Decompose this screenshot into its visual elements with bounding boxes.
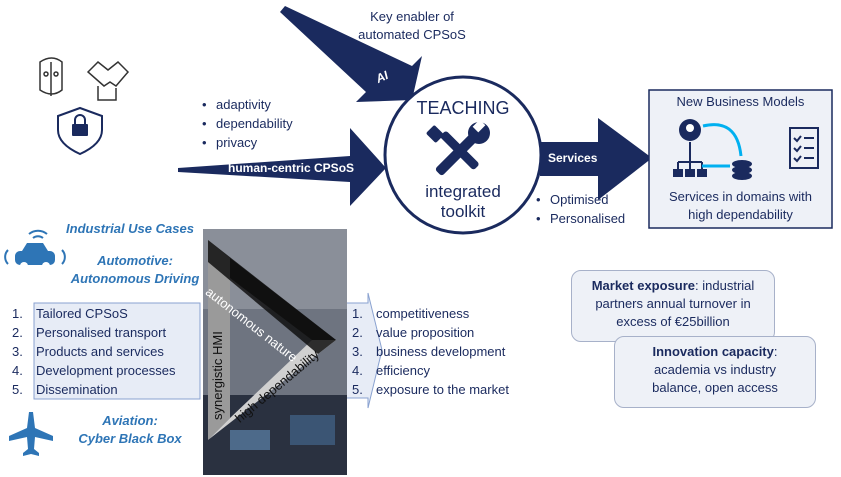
list-item: 5.Dissemination <box>12 382 118 397</box>
list-item: 3.business development <box>352 344 506 359</box>
market-exposure-box: Market exposure: industrial partners ann… <box>571 270 775 342</box>
aviation-line2: Cyber Black Box <box>78 431 182 446</box>
automotive-line1: Automotive: <box>97 253 173 268</box>
human-centric-arrow <box>178 128 386 206</box>
hc-bullet: dependability <box>202 114 293 133</box>
market-text-line1: : industrial <box>695 278 755 293</box>
human-centric-bullets: adaptivity dependability privacy <box>202 95 293 152</box>
shield-lock-icon <box>57 106 103 156</box>
airplane-icon <box>9 412 53 456</box>
aviation-line1: Aviation: <box>102 413 158 428</box>
checklist-icon <box>789 127 819 169</box>
services-bullet: Personalised <box>536 209 625 228</box>
list-item: 4.Development processes <box>12 363 176 378</box>
automotive-label: Automotive: Autonomous Driving <box>60 252 210 288</box>
list-item: 2.Personalised transport <box>12 325 167 340</box>
innovation-box: Innovation capacity: academia vs industr… <box>614 336 816 408</box>
list-item: 3.Products and services <box>12 344 164 359</box>
list-item: 2.value proposition <box>352 325 475 340</box>
left-numbered-list: 1.Tailored CPSoS 2.Personalised transpor… <box>12 304 175 399</box>
right-numbered-list: 1.competitiveness 2.value proposition 3.… <box>352 304 509 399</box>
market-text-line2: partners annual turnover in <box>595 296 751 311</box>
innovation-text-line3: balance, open access <box>652 380 778 395</box>
usecases-title: Industrial Use Cases <box>66 221 194 236</box>
list-item: 5.exposure to the market <box>352 382 509 397</box>
teaching-subtitle: integrated toolkit <box>385 182 541 222</box>
hierarchy-icon <box>673 142 707 177</box>
teaching-subtitle-line2: toolkit <box>440 202 486 221</box>
handshake-icon <box>86 60 130 101</box>
connected-car-icon <box>4 229 66 270</box>
services-arrow <box>540 118 652 200</box>
ai-caption-line1: Key enabler of <box>370 9 454 24</box>
aviation-label: Aviation: Cyber Black Box <box>60 412 200 448</box>
ai-caption: Key enabler of automated CPSoS <box>352 8 472 44</box>
business-caption-line2: high dependability <box>688 207 793 222</box>
innovation-text-line2: academia vs industry <box>653 362 777 377</box>
market-label: Market exposure <box>591 278 696 293</box>
human-centric-label: human-centric CPSoS <box>228 161 355 175</box>
teaching-title: TEACHING <box>416 98 510 118</box>
business-caption-line1: Services in domains with <box>668 189 813 204</box>
teaching-subtitle-line1: integrated <box>425 182 501 201</box>
hmi-triangle <box>208 240 336 440</box>
business-title: New Business Models <box>676 94 805 109</box>
innovation-label: Innovation capacity <box>652 344 774 359</box>
services-label: Services <box>548 151 598 165</box>
services-bullets: Optimised Personalised <box>536 190 625 228</box>
hc-bullet: adaptivity <box>202 95 293 114</box>
automotive-line2: Autonomous Driving <box>70 271 200 286</box>
hc-bullet: privacy <box>202 133 293 152</box>
list-item: 1.Tailored CPSoS <box>12 306 128 321</box>
link-line <box>702 123 743 157</box>
business-caption: Services in domains with high dependabil… <box>649 188 832 224</box>
market-text-line3: excess of €25billion <box>616 314 730 329</box>
robot-head-icon <box>679 119 701 141</box>
triangle-side-hmi: synergistic HMI <box>210 331 225 420</box>
ai-caption-line2: automated CPSoS <box>358 27 466 42</box>
list-item: 1.competitiveness <box>352 306 470 321</box>
ai-face-icon <box>39 57 63 96</box>
left-list-box <box>33 302 201 400</box>
list-item: 4.efficiency <box>352 363 430 378</box>
innovation-text-line1: : <box>773 344 778 359</box>
services-bullet: Optimised <box>536 190 625 209</box>
coins-icon <box>732 160 752 180</box>
business-box <box>648 89 833 229</box>
tools-icon <box>426 119 490 176</box>
right-bracket-arrow <box>345 292 383 409</box>
ai-arrow <box>280 6 422 102</box>
